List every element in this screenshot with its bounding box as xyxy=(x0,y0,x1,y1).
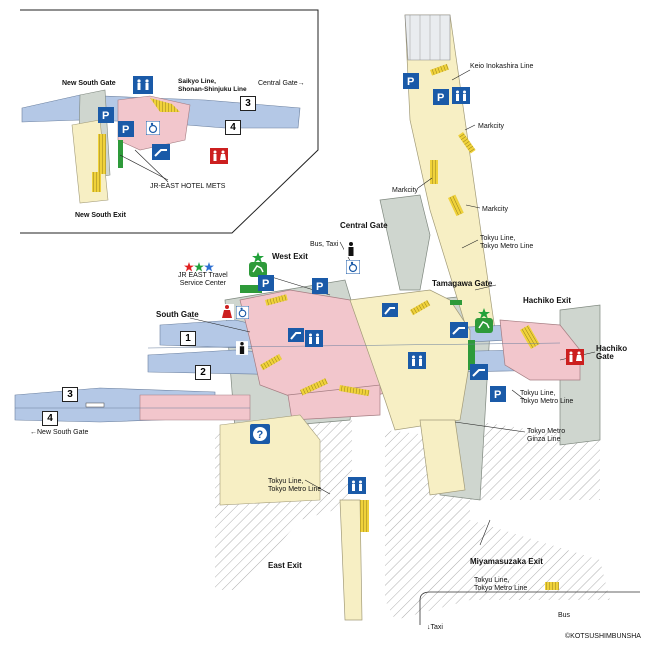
elevator-icon xyxy=(305,330,323,347)
svg-text:P: P xyxy=(262,278,269,290)
label-jr-east-travel: JR EAST Travel Service Center xyxy=(178,272,228,287)
accessible-parking-icon: P xyxy=(258,275,274,291)
restroom-icon xyxy=(344,241,358,257)
label-new-south-gate: New South Gate xyxy=(62,80,116,87)
concourse-hachiko xyxy=(499,319,581,381)
label-bus-taxi: Bus, Taxi xyxy=(310,241,339,248)
building-markcity xyxy=(379,194,431,291)
label-tokyu-tokyo-metro-1: Tokyu Line, Tokyo Metro Line xyxy=(480,235,534,250)
label-miyamasuzaka-exit: Miyamasuzaka Exit xyxy=(470,557,543,566)
label-hachiko-exit: Hachiko Exit xyxy=(523,296,572,305)
hachiko-statue-icon xyxy=(249,252,267,277)
platform-1-marker: 1 xyxy=(180,331,196,346)
inset-platform-3-marker: 3 xyxy=(240,96,256,111)
label-tamagawa-gate: Tamagawa Gate xyxy=(432,279,493,288)
information-icon: ? xyxy=(250,424,270,444)
restroom-icon xyxy=(210,148,228,164)
label-taxi: ↓Taxi xyxy=(427,624,443,631)
label-jr-east-hotel-mets: JR-EAST HOTEL METS xyxy=(150,183,226,190)
accessible-parking-icon: P xyxy=(490,386,506,402)
wheelchair-icon xyxy=(236,306,249,319)
label-bus: Bus xyxy=(558,612,571,619)
label-new-south-exit: New South Exit xyxy=(75,212,126,219)
platform-2-marker: 2 xyxy=(195,365,211,380)
elevator-icon xyxy=(133,76,153,94)
platform-3-marker: 3 xyxy=(62,387,78,402)
elevator-icon xyxy=(408,352,426,369)
label-hachiko-gate: Hachiko Gate xyxy=(596,344,628,361)
star-icon xyxy=(204,262,214,272)
escalator-icon xyxy=(152,144,170,160)
hachiko-statue-icon xyxy=(475,308,493,333)
accessible-parking-icon: P xyxy=(98,107,114,123)
road-outline xyxy=(419,591,640,625)
label-tokyu-tokyo-metro-4: Tokyu Line, Tokyo Metro Line xyxy=(474,577,528,592)
label-markcity-3: Markcity xyxy=(482,206,509,213)
svg-text:P: P xyxy=(316,281,323,293)
svg-text:P: P xyxy=(407,76,414,88)
label-south-gate: South Gate xyxy=(156,310,199,319)
platform-4-marker: 4 xyxy=(42,411,58,426)
svg-text:P: P xyxy=(122,124,129,136)
inset-frame xyxy=(20,9,319,234)
label-west-exit: West Exit xyxy=(272,252,308,261)
wheelchair-icon xyxy=(346,260,360,274)
label-tokyu-tokyo-metro-2: Tokyu Line, Tokyo Metro Line xyxy=(520,390,574,405)
label-tokyu-tokyo-metro-3: Tokyu Line, Tokyo Metro Line xyxy=(268,478,322,493)
svg-text:P: P xyxy=(494,389,501,401)
label-keio-inokashira: Keio Inokashira Line xyxy=(470,63,534,70)
label-new-south-gate-arrow: ←New South Gate xyxy=(30,429,89,436)
accessible-parking-icon: P xyxy=(312,278,328,294)
label-tokyo-metro-ginza: Tokyo Metro Ginza Line xyxy=(527,428,566,443)
elevator-icon xyxy=(348,477,366,494)
green-gate-bar xyxy=(240,285,262,293)
restroom-icon xyxy=(236,341,248,355)
escalator-icon xyxy=(288,328,304,342)
svg-text:P: P xyxy=(437,92,444,104)
restroom-icon xyxy=(566,349,584,365)
svg-text:?: ? xyxy=(257,429,264,441)
inset-platform-4-marker: 4 xyxy=(225,120,241,135)
label-central-gate-arrow: Central Gate→ xyxy=(258,80,305,87)
elevator-icon xyxy=(452,87,470,104)
accessible-parking-icon: P xyxy=(433,89,449,105)
passage-east-exit xyxy=(339,499,363,621)
label-saikyo-line: Saikyo Line, Shonan-Shinjuku Line xyxy=(178,78,247,93)
label-east-exit: East Exit xyxy=(268,561,302,570)
escalator-icon xyxy=(470,364,488,380)
label-central-gate: Central Gate xyxy=(340,221,388,230)
star-icon xyxy=(184,262,194,272)
label-markcity-2: Markcity xyxy=(392,187,419,194)
restroom-icon xyxy=(220,304,234,320)
label-copyright: ©KOTSUSHIMBUNSHA xyxy=(565,633,641,640)
label-markcity-1: Markcity xyxy=(478,123,505,130)
escalator-icon xyxy=(450,322,468,338)
star-icon xyxy=(194,262,204,272)
stairs xyxy=(430,63,449,76)
wheelchair-icon xyxy=(146,121,160,135)
svg-text:P: P xyxy=(102,110,109,122)
escalator-icon xyxy=(382,303,398,317)
accessible-parking-icon: P xyxy=(118,121,134,137)
accessible-parking-icon: P xyxy=(403,73,419,89)
